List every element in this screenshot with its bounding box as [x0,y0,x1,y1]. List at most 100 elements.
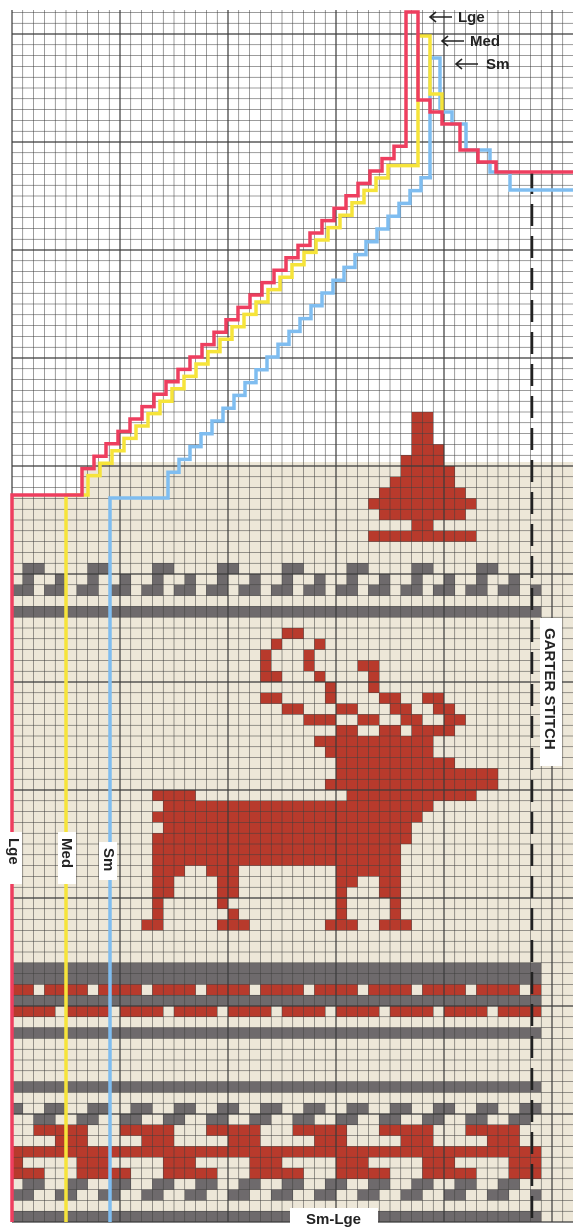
grey-zig-cell [23,1179,34,1190]
grey-zig-cell [217,1114,228,1125]
reindeer-cell [347,704,358,715]
reindeer-cell [314,833,325,844]
red-zig-cell [520,1146,531,1157]
grey-stripe-cell [401,963,412,974]
red-dash-cell [152,1006,163,1017]
grey-zig-cell [88,1103,99,1114]
red-zig-cell [368,1168,379,1179]
reindeer-cell [325,693,336,704]
tree-cell [390,488,401,499]
grey-zig-cell [77,1179,88,1190]
reindeer-cell [260,833,271,844]
red-zig-cell [390,1125,401,1136]
red-zig-cell [174,1146,185,1157]
reindeer-cell [379,736,390,747]
garter-stitch-label: GARTER STITCH [541,628,558,750]
grey-stripe-cell [271,606,282,617]
reindeer-cell [152,833,163,844]
grey-stripe-cell [120,1028,131,1039]
grey-stripe-cell [444,1082,455,1093]
tree-cell [433,477,444,488]
red-zig-cell [44,1125,55,1136]
reindeer-cell [390,920,401,931]
cream-cell [88,1200,99,1211]
grey-stripe-cell [23,995,34,1006]
grey-peak-cell [250,574,261,585]
reindeer-cell [271,693,282,704]
reindeer-cell [390,855,401,866]
reindeer-cell [390,704,401,715]
grey-stripe-cell [260,963,271,974]
reindeer-cell [174,833,185,844]
reindeer-cell [422,790,433,801]
grey-stripe-cell [185,1211,196,1222]
reindeer-cell [358,790,369,801]
reindeer-cell [163,790,174,801]
grey-stripe-cell [379,1211,390,1222]
grey-stripe-cell [412,974,423,985]
grey-stripe-cell [455,1082,466,1093]
red-dash-cell [368,984,379,995]
grey-peak-cell [379,574,390,585]
tree-cell [455,488,466,499]
grey-stripe-cell [347,1082,358,1093]
grey-zig-cell [433,1114,444,1125]
grey-stripe-cell [358,606,369,617]
reindeer-cell [325,844,336,855]
grey-zig-cell [487,1190,498,1201]
tree-cell [444,531,455,542]
grey-stripe-cell [282,606,293,617]
tree-cell [379,509,390,520]
grey-zig-cell [23,1190,34,1201]
red-zig-cell [163,1146,174,1157]
grey-stripe-cell [217,974,228,985]
grey-stripe-cell [379,1028,390,1039]
reindeer-cell [368,671,379,682]
grey-stripe-cell [412,995,423,1006]
grey-stripe-cell [487,995,498,1006]
grey-zig-cell [379,1179,390,1190]
grey-zig-cell [239,1190,250,1201]
grey-stripe-cell [422,1082,433,1093]
grey-zig-cell [401,1103,412,1114]
grey-zig-cell [239,1179,250,1190]
reindeer-cell [282,844,293,855]
reindeer-cell [336,920,347,931]
red-dash-cell [206,1006,217,1017]
grey-peak-cell [487,563,498,574]
grey-stripe-cell [314,974,325,985]
grey-stripe-cell [206,995,217,1006]
reindeer-cell [347,779,358,790]
tree-cell [422,520,433,531]
grey-stripe-cell [228,606,239,617]
reindeer-cell [455,790,466,801]
reindeer-cell [185,844,196,855]
reindeer-cell [271,671,282,682]
reindeer-cell [422,693,433,704]
grey-zig-cell [34,1114,45,1125]
reindeer-cell [217,876,228,887]
reindeer-cell [228,844,239,855]
reindeer-cell [163,855,174,866]
reindeer-cell [336,855,347,866]
reindeer-cell [282,822,293,833]
reindeer-cell [260,650,271,661]
reindeer-cell [185,790,196,801]
grey-stripe-cell [509,1211,520,1222]
grey-zig-cell [422,1179,433,1190]
reindeer-cell [282,628,293,639]
reindeer-cell [368,747,379,758]
grey-stripe-cell [487,974,498,985]
grey-stripe-cell [131,606,142,617]
cream-cell [206,1200,217,1211]
grey-zig-cell [368,1190,379,1201]
reindeer-cell [271,822,282,833]
grey-peak-cell [185,585,196,596]
red-zig-cell [293,1168,304,1179]
grey-peak-cell [293,563,304,574]
reindeer-cell [228,855,239,866]
grey-stripe-cell [152,963,163,974]
red-zig-cell [260,1146,271,1157]
grey-zig-cell [131,1114,142,1125]
reindeer-cell [379,812,390,823]
